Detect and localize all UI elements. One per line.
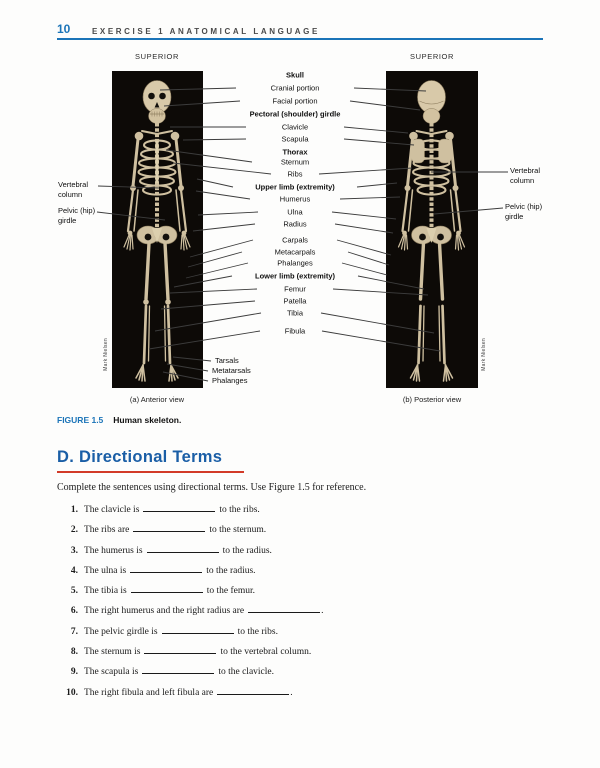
figure-side-label: Pelvic (hip) girdle xyxy=(58,206,96,225)
superior-label-posterior: SUPERIOR xyxy=(410,52,454,61)
figure-label: Sternum xyxy=(278,157,312,167)
photo-credit-right: Mark Nielsen xyxy=(481,338,487,371)
question-text: The sternum is xyxy=(84,647,141,658)
question-text: The right fibula and left fibula are xyxy=(84,687,214,698)
figure-number: FIGURE 1.5 xyxy=(57,415,104,425)
question-text: The ribs are xyxy=(84,525,130,536)
figure-label: Phalanges xyxy=(275,258,315,268)
question-row: 2. The ribs are to the sternum. xyxy=(57,522,547,542)
answer-blank xyxy=(130,583,203,594)
question-text-after-blank: . xyxy=(290,687,293,698)
skeleton-illustration-posterior xyxy=(397,80,466,382)
skeleton-photo-anterior xyxy=(112,71,203,388)
figure-side-label: Vertebral column xyxy=(58,180,89,199)
figure-label: Humerus xyxy=(277,194,313,204)
skeleton-illustration-anterior xyxy=(123,80,191,382)
figure-caption: FIGURE 1.5 Human skeleton. xyxy=(57,415,181,425)
question-text: The pelvic girdle is xyxy=(84,626,158,637)
answer-blank xyxy=(142,664,215,675)
figure-label: Ribs xyxy=(285,169,305,179)
photo-credit-left: Mark Nielsen xyxy=(103,338,109,371)
answer-blank xyxy=(217,685,290,695)
figure-label: Fibula xyxy=(282,326,308,336)
figure-label: Ulna xyxy=(285,207,305,217)
answer-blank xyxy=(146,543,219,553)
question-text-after-blank: to the radius. xyxy=(222,545,272,556)
figure-label: Lower limb (extremity) xyxy=(252,271,338,281)
figure-label: Upper limb (extremity) xyxy=(253,182,337,192)
figure-label: Carpals xyxy=(280,235,310,245)
question-number: 10. xyxy=(66,687,78,698)
question-text: The right humerus and the right radius a… xyxy=(84,606,245,617)
question-text: The tibia is xyxy=(84,586,127,597)
question-text: The ulna is xyxy=(84,565,127,576)
answer-blank xyxy=(143,502,216,512)
question-number: 5. xyxy=(70,586,78,597)
answer-blank xyxy=(133,522,206,533)
question-row: 6. The right humerus and the right radius… xyxy=(57,603,547,623)
question-row: 7. The pelvic girdle is to the ribs. xyxy=(57,624,547,644)
figure-label: Scapula xyxy=(279,134,311,144)
figure-label: Facial portion xyxy=(270,96,320,106)
question-text: The scapula is xyxy=(84,667,139,678)
figure-label: Metacarpals xyxy=(272,247,318,257)
question-row: 4. The ulna is to the radius. xyxy=(57,563,547,583)
question-number: 4. xyxy=(70,565,78,576)
question-number: 9. xyxy=(70,667,78,678)
running-header: EXERCISE 1 ANATOMICAL LANGUAGE xyxy=(92,27,320,36)
figure-label: Clavicle xyxy=(279,122,311,132)
question-text-after-blank: to the sternum. xyxy=(209,525,267,536)
question-row: 3. The humerus is to the radius. xyxy=(57,543,547,563)
figure-label: Metatarsals xyxy=(210,366,253,375)
question-text-after-blank: to the vertebral column. xyxy=(220,647,312,658)
question-number: 2. xyxy=(70,525,78,536)
section-instructions: Complete the sentences using directional… xyxy=(57,482,367,493)
question-row: 8. The sternum is to the vertebral column. xyxy=(57,644,547,664)
header-rule xyxy=(57,38,543,40)
superior-label-anterior: SUPERIOR xyxy=(135,52,179,61)
figure-label: Skull xyxy=(284,70,306,80)
figure-side-label: Vertebral column xyxy=(510,166,541,185)
figure-label: Patella xyxy=(281,296,309,306)
question-row: 5. The tibia is to the femur. xyxy=(57,583,547,603)
question-text-after-blank: to the femur. xyxy=(206,586,256,597)
figure-label: Radius xyxy=(281,219,309,229)
section-heading: D. Directional Terms xyxy=(57,448,223,466)
figure-label: Femur xyxy=(282,284,308,294)
heading-underline xyxy=(57,471,244,474)
answer-blank xyxy=(130,563,203,573)
question-list: 1. The clavicle is to the ribs. 2. The ribs … xyxy=(57,502,547,705)
question-row: 10. The right fibula and left fibula are. xyxy=(57,685,547,705)
figure-label: Cranial portion xyxy=(268,83,322,93)
figure-label: Phalanges xyxy=(210,376,250,385)
question-text-after-blank: to the clavicle. xyxy=(218,667,274,678)
question-number: 8. xyxy=(70,647,78,658)
question-text: The clavicle is xyxy=(84,505,140,515)
answer-blank xyxy=(248,603,321,614)
figure-label: Pectoral (shoulder) girdle xyxy=(247,109,343,119)
skeleton-photo-posterior xyxy=(386,71,478,388)
question-number: 7. xyxy=(70,626,78,637)
question-row: 9. The scapula is to the clavicle. xyxy=(57,664,547,684)
question-number: 6. xyxy=(70,606,78,617)
figure-label: Thorax xyxy=(280,147,310,157)
figure-label: Tarsals xyxy=(213,356,241,365)
question-number: 3. xyxy=(70,545,78,556)
page-number: 10 xyxy=(57,22,71,36)
figure-label: Tibia xyxy=(285,308,305,318)
question-text-after-blank: to the ribs. xyxy=(237,626,278,637)
question-text-after-blank: to the ribs. xyxy=(219,505,260,515)
figure-side-label: Pelvic (hip) girdle xyxy=(505,202,543,221)
answer-blank xyxy=(161,624,234,634)
question-text: The humerus is xyxy=(84,545,143,556)
caption-anterior-view: (a) Anterior view xyxy=(129,395,185,404)
answer-blank xyxy=(144,644,217,655)
question-text-after-blank: . xyxy=(321,606,324,617)
question-number: 1. xyxy=(70,505,78,515)
question-row: 1. The clavicle is to the ribs. xyxy=(57,502,547,522)
caption-posterior-view: (b) Posterior view xyxy=(402,395,462,404)
question-text-after-blank: to the radius. xyxy=(206,565,256,576)
figure-title: Human skeleton. xyxy=(113,415,182,425)
